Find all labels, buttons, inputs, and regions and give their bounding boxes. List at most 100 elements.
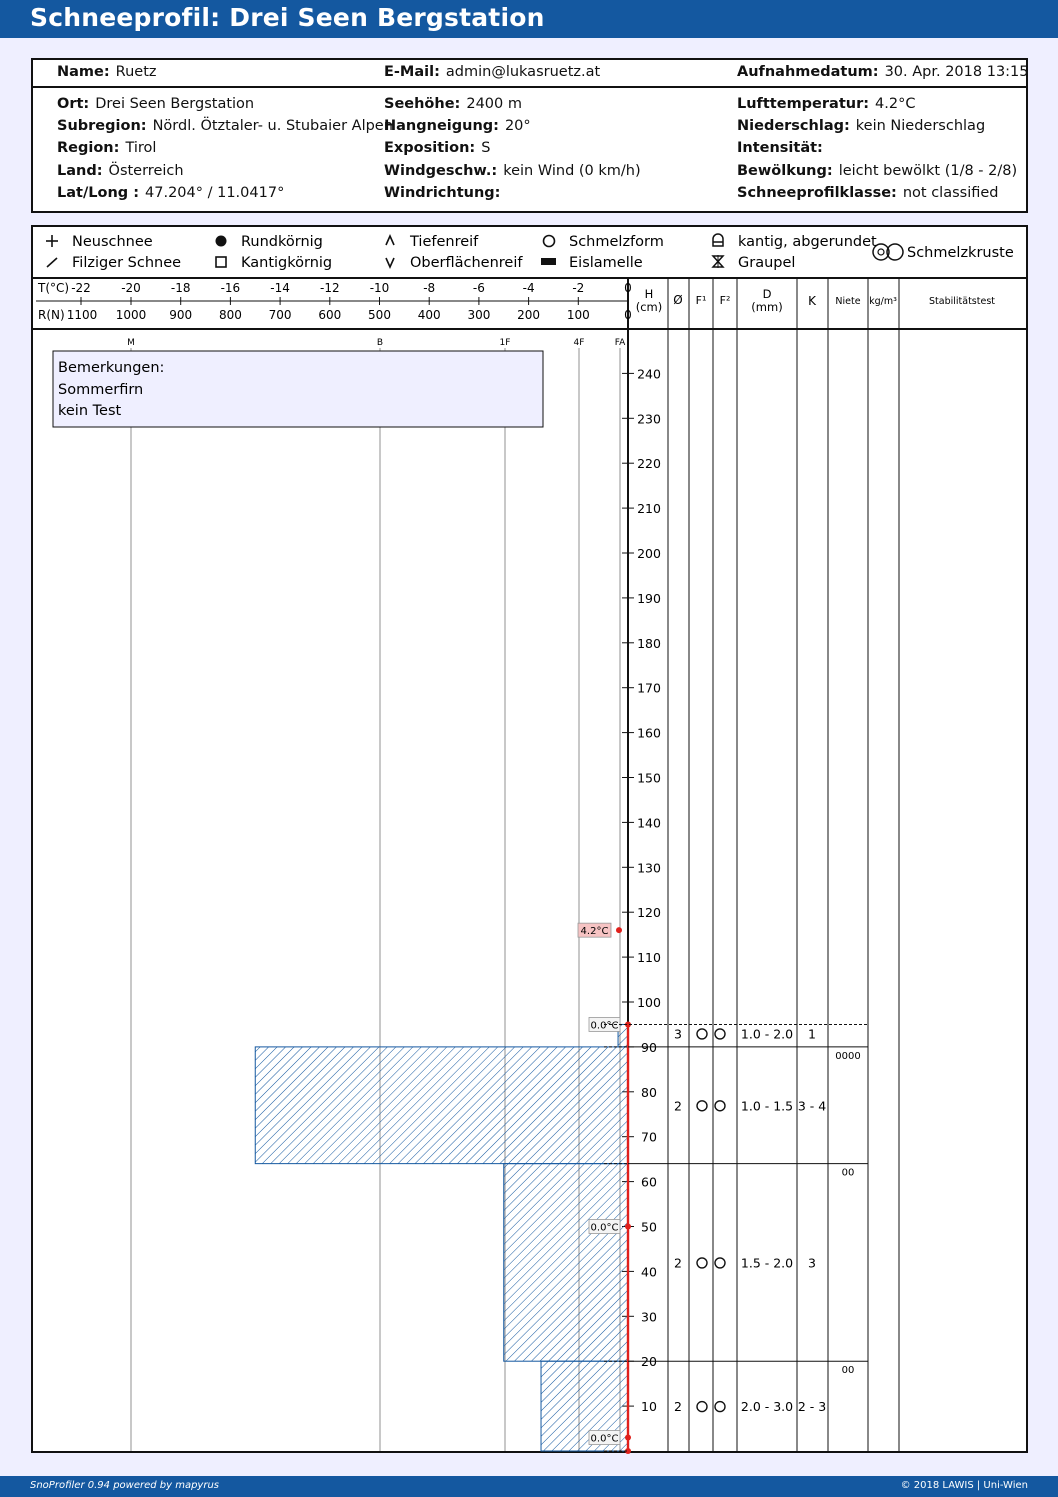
legend-label-3: Kantigkörnig [241,255,332,271]
title-bar: Schneeprofil: Drei Seen Bergstation [0,0,1058,38]
legend-label-4: Tiefenreif [409,234,479,250]
layer-hardness-3: 2 - 3 [798,1399,826,1414]
hardness-tick-label: 300 [467,308,490,322]
schmelzkruste-icon [872,243,904,261]
remarks-line-1: Sommerfirn [58,382,143,398]
temp-tick-label: -8 [423,281,435,295]
height-tick-label: 230 [637,411,661,426]
grain-shape-2-icon [714,1257,726,1269]
height-tick-label: 160 [637,726,661,741]
hardness-marker-B: B [377,338,383,348]
schmelzform-icon [542,234,556,248]
temperature-profile: 4.2°C0.0°C0.0°C0.0°C [577,922,631,1454]
temp-tick-label: -16 [221,281,241,295]
temperature-label-box-3 [588,1430,621,1445]
graupel-icon [711,255,725,268]
grain-shape-1-icon [696,1100,708,1112]
grain-shape-1-icon [696,1400,708,1413]
layer-hardness-1: 3 - 4 [798,1098,826,1113]
region-field: Region:Tirol [57,140,157,156]
temp-tick-label: -6 [473,281,485,295]
layer-class-1: 2 [674,1098,682,1113]
temp-tick-label: -18 [171,281,191,295]
latlong-field: Lat/Long :47.204° / 11.0417° [57,185,285,201]
layer-size-1: 1.0 - 1.5 [741,1098,793,1113]
footer-right: © 2018 LAWIS | Uni-Wien [900,1480,1028,1491]
oberflaechenreif-icon [385,257,395,269]
temperature-label-0: 4.2°C [581,926,609,937]
hardness-tick-label: 500 [368,308,391,322]
temp-tick-label: -10 [370,281,390,295]
legend-label-10: Schmelzkruste [907,245,1014,261]
ort-field: Ort:Drei Seen Bergstation [57,96,255,112]
footer: SnoProfiler 0.94 powered by mapyrus © 20… [0,1476,1058,1497]
eislamelle-icon [541,258,556,265]
height-tick-label: 130 [637,860,661,875]
hardness-tick-label: 400 [418,308,441,322]
layer-class-2: 2 [674,1255,682,1270]
temperature-point-1 [625,1021,631,1028]
legend-label-8: kantig, abgerundet [738,234,877,250]
height-tick-label: 190 [637,591,661,606]
temperature-point-0 [616,927,622,934]
grain-shape-1-icon [696,1028,708,1040]
hardness-marker-4F: 4F [574,338,585,348]
windgeschw-field: Windgeschw.:kein Wind (0 km/h) [384,163,641,179]
hardness-marker-M: M [127,338,135,348]
layer-size-3: 2.0 - 3.0 [741,1399,793,1414]
height-tick-label: 110 [637,950,661,965]
layer-size-0: 1.0 - 2.0 [741,1026,793,1041]
col-header-d: D [763,287,772,301]
hardness-tick-label: 100 [567,308,590,322]
hardness-tick-label: 0 [624,308,632,322]
temperature-point-3 [625,1434,631,1441]
height-tick-label: 80 [641,1085,657,1100]
legend-label-5: Oberflächenreif [410,255,523,271]
temp-tick-label: -2 [572,281,584,295]
hardness-tick-label: 1100 [67,308,98,322]
layer-hardness-0: 1 [808,1026,816,1041]
col-header-h-unit: (cm) [636,300,663,314]
niederschlag-field: Niederschlag:kein Niederschlag [737,118,986,134]
legend-label-0: Neuschnee [72,234,153,250]
klasse-field: Schneeprofilklasse:not classified [737,185,999,201]
height-tick-label: 220 [637,456,661,471]
hardness-tick-label: 700 [269,308,292,322]
temperature-label-box-0 [577,922,612,938]
height-tick-label: 150 [637,771,661,786]
hardness-marker-1F: 1F [500,338,511,348]
temp-tick-label: -22 [71,281,91,295]
intensitaet-field: Intensität: [737,140,823,156]
hardness-layer-1 [254,1046,629,1165]
hardness-tick-label: 900 [169,308,192,322]
land-field: Land:Österreich [57,163,184,179]
header-panel: Name:Ruetz E-Mail:admin@lukasruetz.at Au… [31,58,1029,213]
hardness-tick-label: 1000 [116,308,147,322]
legend-label-7: Eislamelle [569,255,643,271]
temp-tick-label: -20 [121,281,141,295]
temp-tick-label: 0 [624,281,632,295]
col-header-k: K [808,294,817,308]
layer-niete-2: 00 [842,1168,855,1179]
temperature-label-box-2 [588,1219,621,1234]
hangneigung-field: Hangneigung:20° [384,118,531,134]
layer-hardness-2: 3 [808,1255,816,1270]
col-header-h: H [645,287,654,301]
height-tick-label: 100 [637,995,661,1010]
hardness-tick-label: 600 [318,308,341,322]
col-header-f1: F¹ [696,294,707,307]
temperature-label-2: 0.0°C [591,1223,619,1234]
layer-niete-1: 0000 [835,1051,860,1062]
header-divider [33,86,1026,88]
layer-class-0: 3 [674,1026,682,1041]
height-tick-label: 70 [641,1130,657,1145]
height-tick-label: 60 [641,1175,657,1190]
grain-shape-2-icon [714,1028,726,1040]
col-header-d-unit: (mm) [751,300,782,314]
layers [254,1023,629,1452]
hardness-tick-label: 200 [517,308,540,322]
